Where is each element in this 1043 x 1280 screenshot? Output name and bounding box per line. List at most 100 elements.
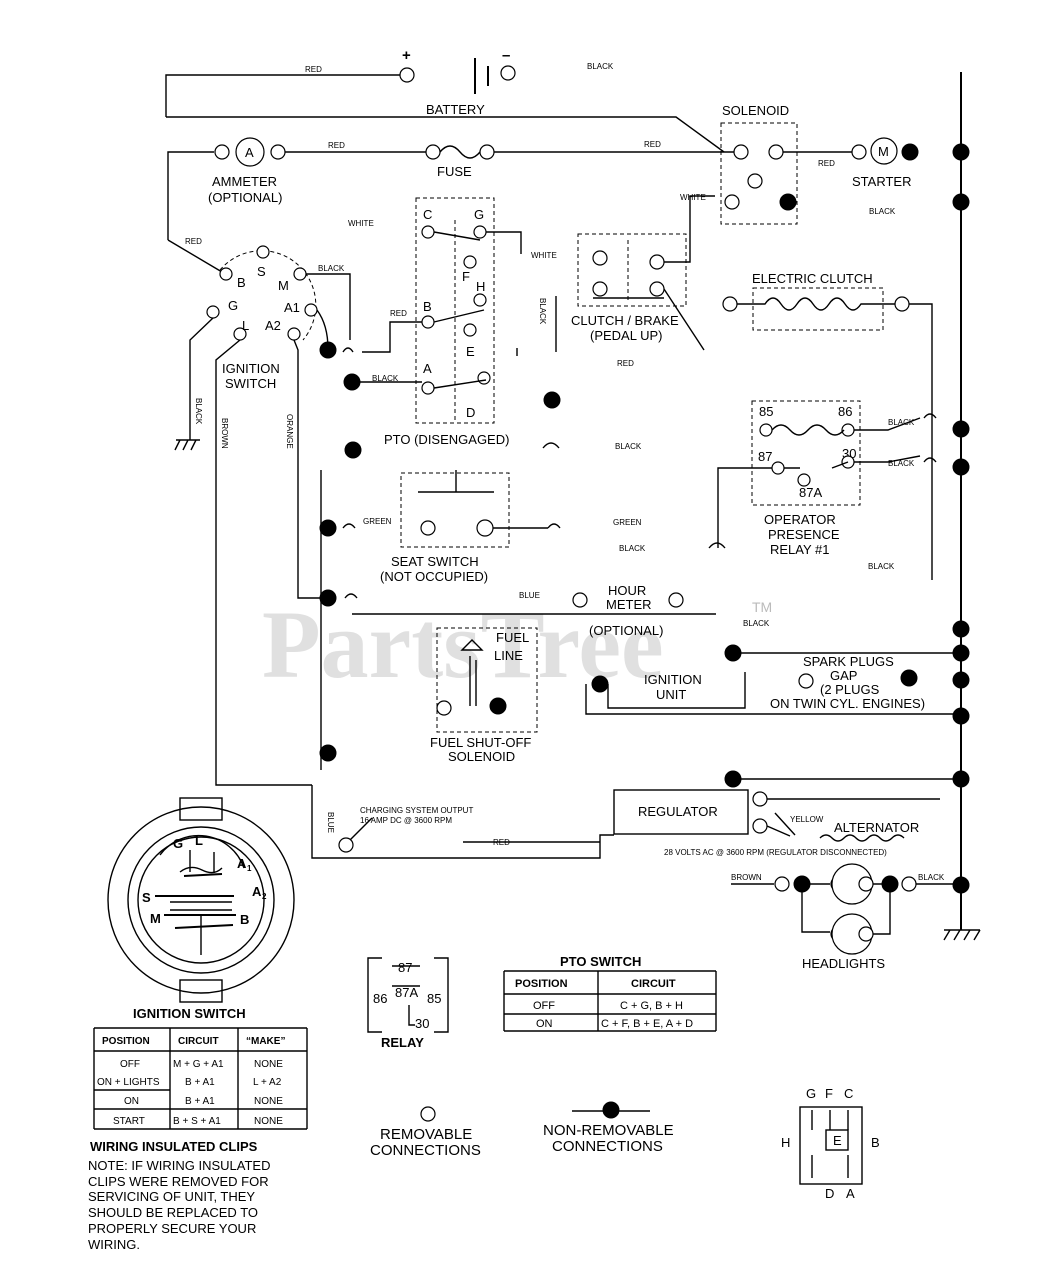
hour-meter-label-3: (OPTIONAL) [589, 623, 663, 638]
relay-key-85: 85 [427, 991, 441, 1006]
pto-a: A [423, 361, 432, 376]
relay-key-87a: 87A [395, 985, 418, 1000]
relay-key-30: 30 [415, 1016, 429, 1031]
relay-86: 86 [838, 404, 852, 419]
wire-label-black: BLACK [615, 442, 642, 451]
wire-label-blue: BLUE [326, 812, 335, 833]
legend-removable-1: REMOVABLE [380, 1126, 472, 1143]
fuel-line-label-1: FUEL [496, 630, 529, 645]
clips-note-line: SHOULD BE REPLACED TO [88, 1205, 258, 1220]
ign-table-cell: B + S + A1 [173, 1116, 221, 1127]
pto-table-title: PTO SWITCH [560, 954, 641, 969]
watermark-tm: TM [752, 599, 772, 615]
wire-label-black: BLACK [194, 398, 203, 425]
wire-label-red: RED [818, 159, 835, 168]
battery-minus: – [502, 47, 510, 64]
face-term-g: G [173, 836, 183, 851]
alternator-label: ALTERNATOR [834, 820, 919, 835]
starter-label: STARTER [852, 174, 911, 189]
ign-term-l: L [242, 318, 249, 333]
pto-key-h: H [781, 1135, 790, 1150]
wire-label-brown: BROWN [731, 873, 762, 882]
wire-label-white: WHITE [348, 219, 374, 228]
clutch-brake-label-1: CLUTCH / BRAKE [571, 313, 679, 328]
pto-table-cell: C + F, B + E, A + D [601, 1018, 693, 1030]
legend-nonremovable-1: NON-REMOVABLE [543, 1122, 674, 1139]
clips-title: WIRING INSULATED CLIPS [90, 1139, 258, 1154]
face-term-b: B [240, 912, 249, 927]
ammeter-optional: (OPTIONAL) [208, 190, 282, 205]
fso-label-2: SOLENOID [448, 749, 515, 764]
wire-label-black: BLACK [619, 544, 646, 553]
ign-switch-title: IGNITION SWITCH [133, 1006, 246, 1021]
spark-label-3: (2 PLUGS [820, 682, 880, 697]
hour-meter-label-2: METER [606, 597, 652, 612]
wire-label-white: WHITE [531, 251, 557, 260]
relay-85: 85 [759, 404, 773, 419]
ignition-switch-face [107, 797, 295, 1003]
wire-label-black: BLACK [888, 459, 915, 468]
pto-table-cell: ON [536, 1018, 553, 1030]
pto-h: H [476, 279, 485, 294]
wire-label-black: BLACK [538, 298, 547, 325]
battery-symbol [165, 58, 725, 153]
wire-label-black: BLACK [372, 374, 399, 383]
wire-label-black: BLACK [743, 619, 770, 628]
clutch-brake-box [577, 233, 687, 307]
wire-label-green: GREEN [613, 518, 642, 527]
clips-note: NOTE: IF WIRING INSULATED CLIPS WERE REM… [88, 1158, 271, 1252]
ign-table-header: “MAKE” [246, 1036, 285, 1047]
ign-table-cell: B + A1 [185, 1096, 215, 1107]
legend-nonremovable-2: CONNECTIONS [552, 1138, 663, 1155]
fuse-label: FUSE [437, 164, 472, 179]
face-term-l: L [195, 833, 203, 848]
ign-term-g: G [228, 298, 238, 313]
ign-term-b: B [237, 275, 246, 290]
relay-symbol [367, 957, 449, 1033]
pto-key-e: E [833, 1133, 842, 1148]
fso-label-1: FUEL SHUT-OFF [430, 735, 531, 750]
ign-table-cell: NONE [254, 1059, 283, 1070]
ground-bus-dots [952, 143, 970, 894]
ign-table-cell: B + A1 [185, 1077, 215, 1088]
battery-plus: + [402, 47, 411, 64]
opr-label-3: RELAY #1 [770, 542, 830, 557]
face-term-a2-sub: 2 [262, 892, 267, 901]
headlights-label: HEADLIGHTS [802, 956, 885, 971]
pto-table-cell: OFF [533, 1000, 555, 1012]
hour-meter-label-1: HOUR [608, 583, 646, 598]
ign-unit-label-2: UNIT [656, 687, 686, 702]
ign-table-cell: OFF [120, 1059, 140, 1070]
battery-label: BATTERY [426, 102, 485, 117]
ign-term-a1: A1 [284, 300, 300, 315]
pto-key-d: D [825, 1186, 834, 1201]
pto-c: C [423, 207, 432, 222]
clips-note-line: SERVICING OF UNIT, THEY [88, 1189, 255, 1204]
wire-label-red: RED [493, 838, 510, 847]
ign-unit-label-1: IGNITION [644, 672, 702, 687]
pto-key-symbol [799, 1106, 863, 1185]
wire-label-white: WHITE [680, 193, 706, 202]
legend-removable-2: CONNECTIONS [370, 1142, 481, 1159]
clutch-brake-label-2: (PEDAL UP) [590, 328, 662, 343]
ign-table-cell: ON + LIGHTS [97, 1077, 160, 1088]
opr-label-2: PRESENCE [768, 527, 840, 542]
opr-relay-box [751, 400, 861, 506]
wire-label-red: RED [390, 309, 407, 318]
pto-label: PTO (DISENGAGED) [384, 432, 509, 447]
pto-key-g: G [806, 1086, 816, 1101]
pto-key-a: A [846, 1186, 855, 1201]
ign-table-cell: START [113, 1116, 145, 1127]
wire-label-yellow: YELLOW [790, 815, 824, 824]
pto-f: F [462, 269, 470, 284]
ign-term-m: M [278, 278, 289, 293]
solenoid-label: SOLENOID [722, 103, 789, 118]
wire-label-blue: BLUE [519, 591, 540, 600]
pto-key-c: C [844, 1086, 853, 1101]
wire-label-black: BLACK [868, 562, 895, 571]
solenoid-box [720, 122, 798, 225]
spark-label-1: SPARK PLUGS [803, 654, 894, 669]
seat-switch-box [400, 472, 510, 548]
pto-e: E [466, 344, 475, 359]
wire-label-black: BLACK [318, 264, 345, 273]
